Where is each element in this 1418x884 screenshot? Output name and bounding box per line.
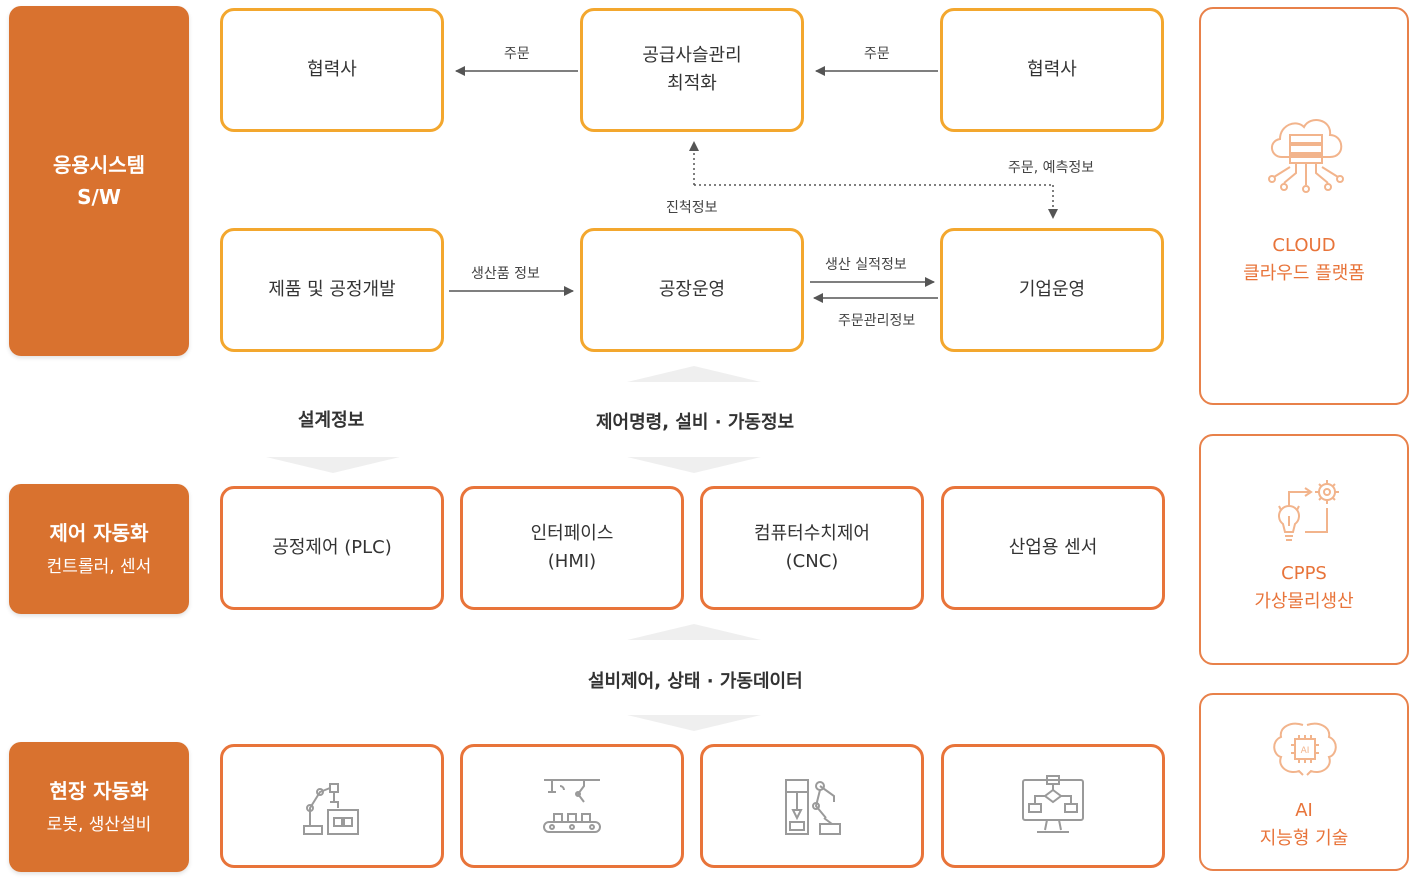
box-label: 공정제어 (PLC)	[272, 537, 392, 558]
box-field-monitoring	[941, 744, 1165, 868]
label-progress: 진척정보	[666, 200, 718, 216]
label-order-right: 주문	[864, 46, 890, 62]
box-label-line2: (CNC)	[785, 551, 839, 572]
flow-label-control-command: 제어명령, 설비 · 가동정보	[596, 412, 795, 433]
box-label-line1: 컴퓨터수치제어	[754, 523, 870, 544]
category-control-automation: 제어 자동화 컨트롤러, 센서	[9, 484, 189, 614]
label-production-result: 생산 실적정보	[825, 257, 907, 273]
cpps-bulb-gear-icon	[1278, 480, 1339, 541]
panel-ai: AI AI 지능형 기술	[1199, 693, 1409, 871]
box-product-process-dev: 제품 및 공정개발	[220, 228, 444, 352]
panel-subtitle: 클라우드 플랫폼	[1243, 263, 1365, 284]
category-title: 응용시스템	[53, 153, 145, 177]
category-app-system: 응용시스템 S/W	[9, 6, 189, 356]
panel-title: AI	[1295, 800, 1313, 821]
conveyor-line-icon	[543, 779, 601, 833]
robot-arm-icon	[303, 783, 359, 835]
category-subtitle: 컨트롤러, 센서	[46, 557, 152, 577]
box-partner-left: 협력사	[220, 8, 444, 132]
panel-subtitle: 지능형 기술	[1259, 828, 1349, 849]
panel-cloud-platform: CLOUD 클라우드 플랫폼	[1199, 7, 1409, 405]
ai-brain-chip-icon: AI	[1273, 722, 1337, 776]
monitor-flowchart-icon	[1022, 775, 1084, 833]
panel-title: CPPS	[1281, 563, 1327, 584]
box-factory-operations: 공장운영	[580, 228, 804, 352]
category-title: 현장 자동화	[49, 779, 149, 803]
cloud-server-icon	[1268, 119, 1344, 193]
label-product-info: 생산품 정보	[471, 266, 540, 282]
svg-text:AI: AI	[1301, 746, 1310, 756]
box-plc: 공정제어 (PLC)	[220, 486, 444, 610]
category-field-automation: 현장 자동화 로봇, 생산설비	[9, 742, 189, 872]
box-enterprise-operations: 기업운영	[940, 228, 1164, 352]
box-partner-right: 협력사	[940, 8, 1164, 132]
box-hmi: 인터페이스 (HMI)	[460, 486, 684, 610]
box-label-line1: 공급사슬관리	[642, 45, 742, 66]
box-label: 제품 및 공정개발	[268, 279, 396, 300]
box-field-machining	[700, 744, 924, 868]
flow-arrow-down	[627, 457, 761, 473]
box-label: 협력사	[1027, 59, 1077, 80]
label-order-mgmt: 주문관리정보	[838, 313, 916, 329]
box-scm-optimization: 공급사슬관리 최적화	[580, 8, 804, 132]
box-label: 기업운영	[1018, 279, 1086, 300]
panel-cpps: CPPS 가상물리생산	[1199, 434, 1409, 665]
box-label-line2: 최적화	[667, 73, 717, 94]
box-label: 산업용 센서	[1008, 537, 1098, 558]
box-label-line2: (HMI)	[547, 551, 597, 572]
category-title: 제어 자동화	[49, 521, 149, 545]
flow-label-equipment-data: 설비제어, 상태 · 가동데이터	[588, 671, 803, 692]
box-label: 협력사	[307, 59, 357, 80]
flow-arrow-down	[627, 715, 761, 731]
label-order-forecast: 주문, 예측정보	[1008, 160, 1095, 176]
panel-title: CLOUD	[1272, 235, 1336, 256]
box-label-line1: 인터페이스	[530, 523, 614, 544]
panel-subtitle: 가상물리생산	[1254, 591, 1354, 612]
box-field-robot	[220, 744, 444, 868]
box-cnc: 컴퓨터수치제어 (CNC)	[700, 486, 924, 610]
flow-arrow-up	[627, 624, 761, 640]
box-industrial-sensor: 산업용 센서	[941, 486, 1165, 610]
box-label: 공장운영	[658, 279, 726, 300]
category-subtitle: 로봇, 생산설비	[46, 815, 152, 835]
flow-label-design: 설계정보	[298, 410, 365, 431]
box-field-conveyor	[460, 744, 684, 868]
flow-arrow-up	[627, 366, 761, 382]
flow-arrow-down	[266, 457, 400, 473]
category-subtitle: S/W	[77, 185, 121, 209]
label-order-left: 주문	[504, 46, 530, 62]
machining-robot-icon	[785, 779, 841, 835]
